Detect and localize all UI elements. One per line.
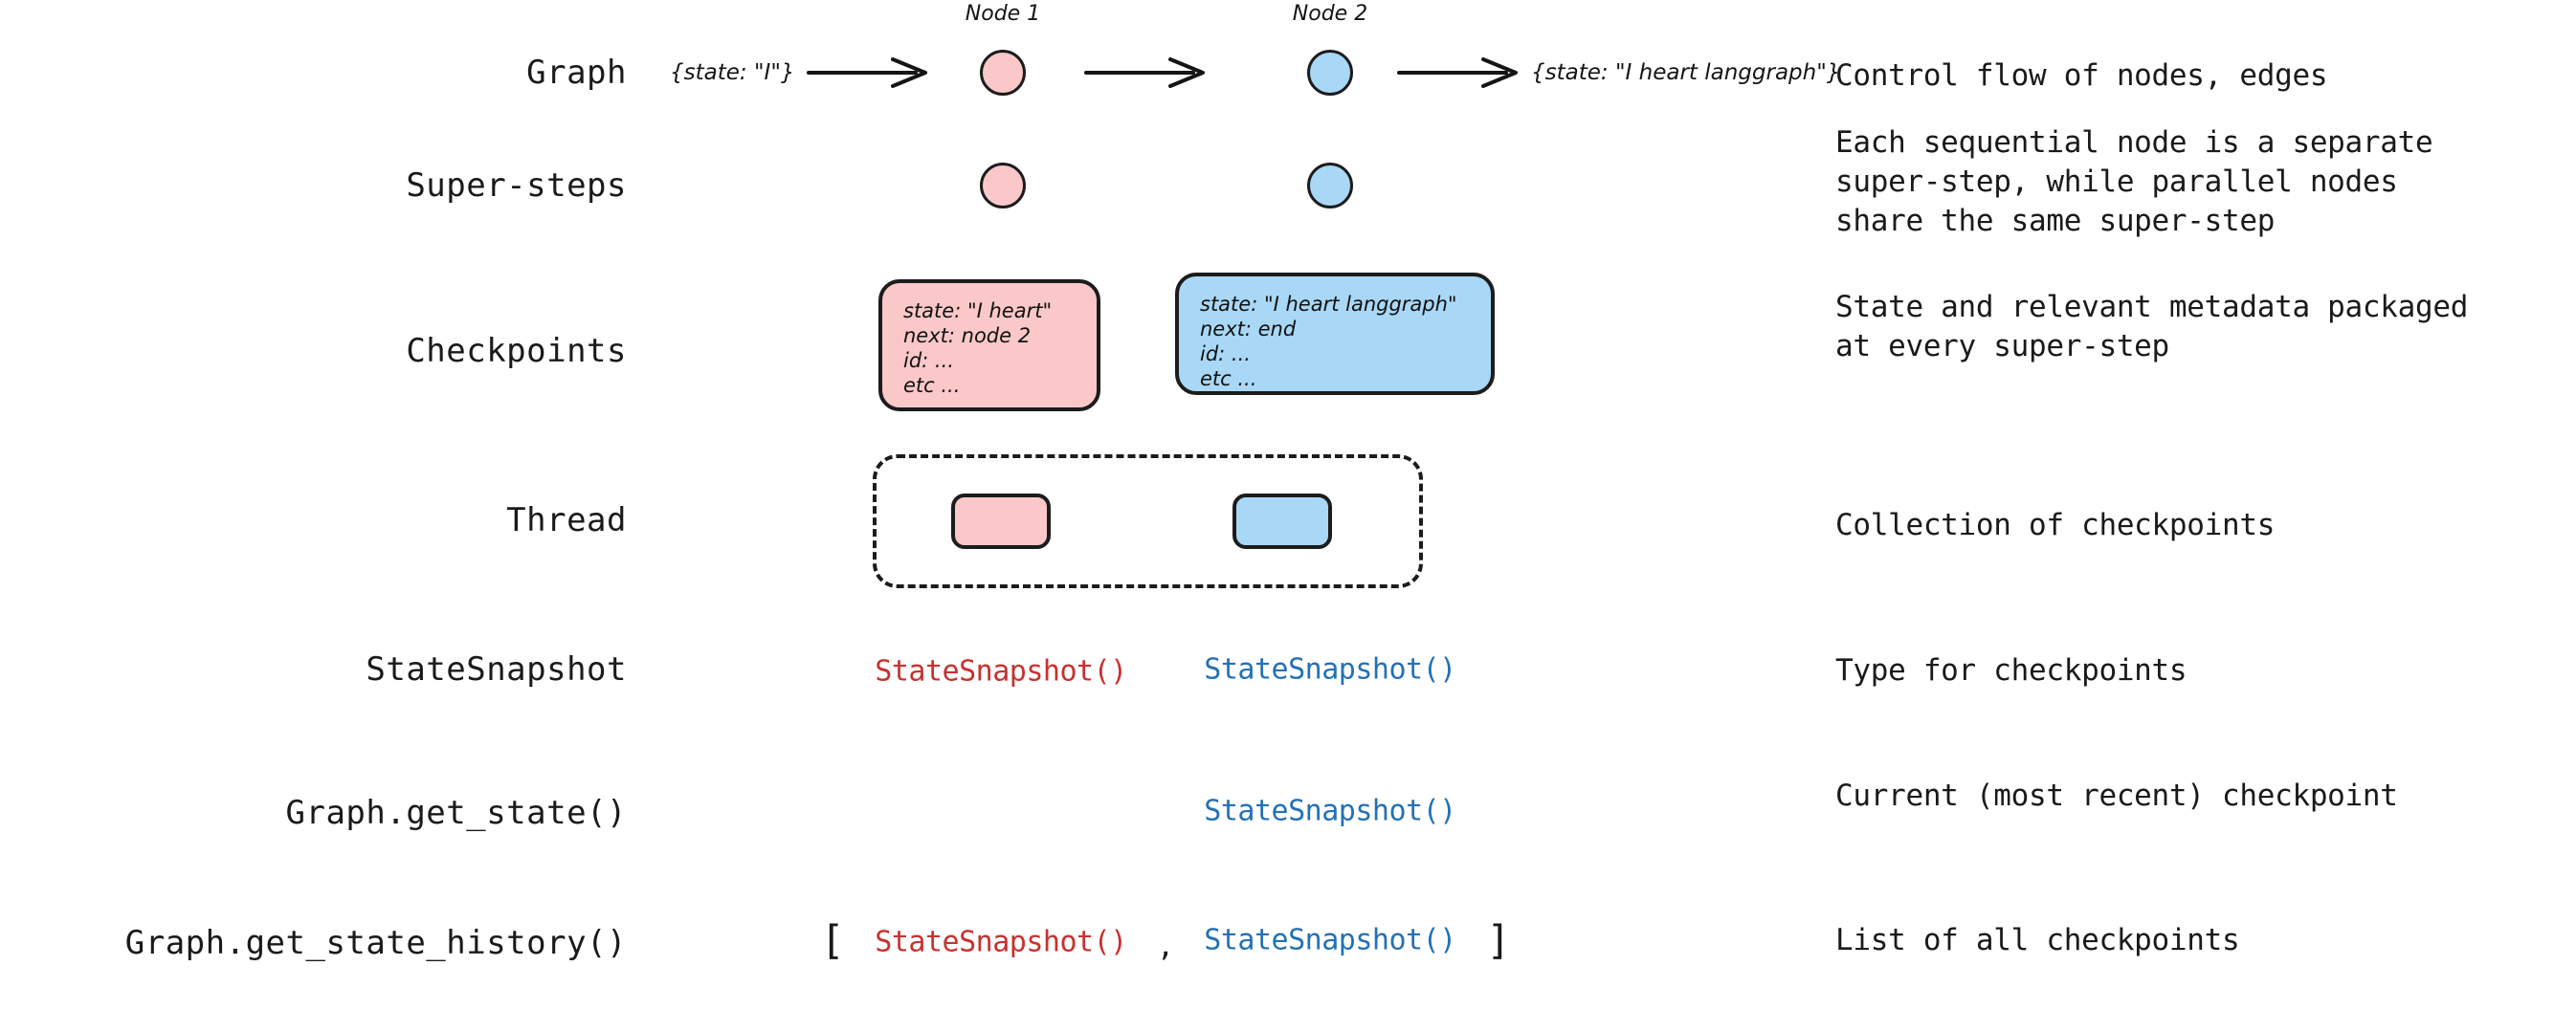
list-bracket-open: [ <box>820 916 845 964</box>
edge-arrow-3 <box>1397 57 1518 88</box>
row-label-thread: Thread <box>506 501 627 539</box>
state-snapshot-red-1: StateSnapshot() <box>875 654 1127 689</box>
checkpoint-card-node-2-line-3: etc ... <box>1200 367 1257 390</box>
output-state-annotation: {state: "I heart langgraph"} <box>1531 60 1841 85</box>
graph-node-2-circle <box>1307 50 1353 96</box>
checkpoint-card-node-2-line-1: next: end <box>1200 318 1297 340</box>
list-separator: , <box>1156 930 1175 964</box>
state-snapshot-red-3: StateSnapshot() <box>875 925 1127 959</box>
description-thread: Collection of checkpoints <box>1835 508 2276 542</box>
checkpoint-card-node-2-line-2: id: ... <box>1200 342 1251 365</box>
description-graph: Control flow of nodes, edges <box>1835 58 2328 93</box>
checkpoint-card-node-1: state: "I heart" next: node 2 id: ... et… <box>878 279 1100 411</box>
description-checkpoints: State and relevant metadata packaged at … <box>1835 290 2469 363</box>
edge-arrow-2 <box>1084 57 1205 88</box>
row-label-checkpoints: Checkpoints <box>406 332 627 370</box>
state-snapshot-blue-2: StateSnapshot() <box>1204 794 1456 828</box>
checkpoint-card-node-1-line-1: next: node 2 <box>903 324 1032 347</box>
node-2-caption: Node 2 <box>1292 2 1368 26</box>
edge-arrow-1 <box>807 57 927 88</box>
thread-checkpoint-2 <box>1232 494 1332 549</box>
list-bracket-close: ] <box>1486 916 1511 964</box>
row-label-state-snapshot: StateSnapshot <box>366 650 627 689</box>
node-1-caption: Node 1 <box>965 2 1041 26</box>
state-snapshot-blue-1: StateSnapshot() <box>1204 652 1456 687</box>
checkpoint-card-node-2-line-0: state: "I heart langgraph" <box>1200 293 1457 316</box>
state-snapshot-blue-3: StateSnapshot() <box>1204 923 1456 957</box>
description-super-steps: Each sequential node is a separate super… <box>1835 125 2433 238</box>
row-label-super-steps: Super-steps <box>406 166 627 205</box>
description-get-state: Current (most recent) checkpoint <box>1835 779 2398 813</box>
checkpoint-card-node-1-line-3: etc ... <box>903 374 961 397</box>
description-get-state-history: List of all checkpoints <box>1835 923 2240 957</box>
checkpoint-card-node-1-line-2: id: ... <box>903 349 954 372</box>
description-state-snapshot: Type for checkpoints <box>1835 653 2187 688</box>
row-label-graph: Graph <box>526 54 627 92</box>
input-state-annotation: {state: "I"} <box>670 60 795 85</box>
row-label-get-state-history: Graph.get_state_history() <box>124 924 627 962</box>
checkpoint-card-node-1-line-0: state: "I heart" <box>903 299 1053 322</box>
graph-node-1-circle <box>980 50 1026 96</box>
thread-container <box>873 454 1423 588</box>
thread-checkpoint-1 <box>951 494 1051 549</box>
super-step-node-1-circle <box>980 163 1026 209</box>
checkpoint-card-node-2: state: "I heart langgraph" next: end id:… <box>1175 273 1495 395</box>
row-label-get-state: Graph.get_state() <box>285 794 627 832</box>
super-step-node-2-circle <box>1307 163 1353 209</box>
